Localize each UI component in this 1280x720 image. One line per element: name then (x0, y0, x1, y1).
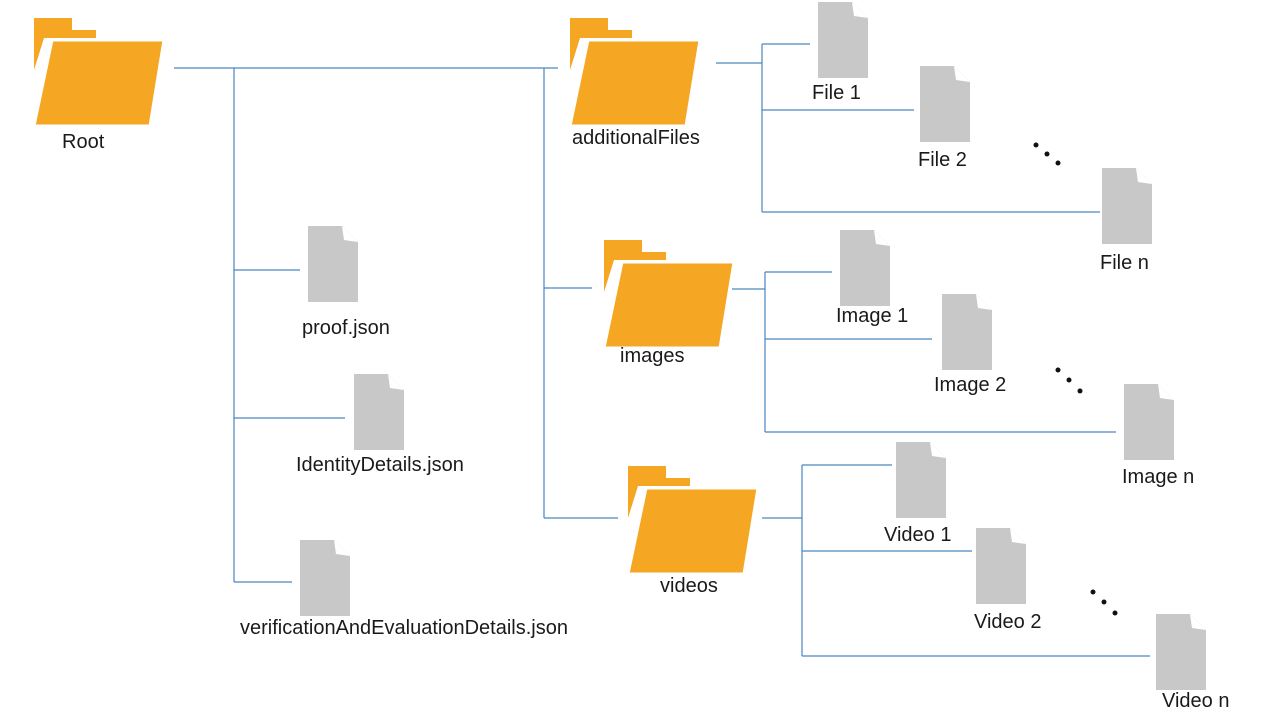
root-folder[interactable]: Root (32, 16, 166, 153)
file-1-label: File 1 (812, 82, 861, 104)
ellipsis-icon (1055, 367, 1083, 394)
folder-icon (602, 238, 736, 350)
file-1[interactable]: File 1 (812, 2, 868, 104)
file-icon (942, 294, 992, 370)
video-2[interactable]: Video 2 (974, 528, 1041, 633)
file-2-label: File 2 (918, 149, 967, 171)
identity-details-json-file[interactable]: IdentityDetails.json (296, 374, 464, 476)
file-2[interactable]: File 2 (918, 66, 970, 171)
file-icon (1156, 614, 1206, 690)
video-1[interactable]: Video 1 (884, 442, 951, 546)
file-icon (300, 540, 350, 616)
ellipsis-icon (1090, 589, 1118, 616)
file-icon (976, 528, 1026, 604)
file-icon (920, 66, 970, 142)
folder-icon (626, 464, 760, 576)
ellipsis-icon (1033, 142, 1061, 166)
videos-folder[interactable]: videos (626, 464, 760, 597)
videos-folder-label: videos (660, 575, 718, 597)
file-n[interactable]: File n (1100, 168, 1152, 274)
video-2-label: Video 2 (974, 611, 1041, 633)
image-2-label: Image 2 (934, 374, 1006, 396)
file-icon (1102, 168, 1152, 244)
proof-json-label: proof.json (302, 317, 390, 339)
video-1-label: Video 1 (884, 524, 951, 546)
image-n-label: Image n (1122, 466, 1194, 488)
images-folder-label: images (620, 345, 684, 367)
root-folder-label: Root (62, 131, 105, 153)
identity-details-json-label: IdentityDetails.json (296, 454, 464, 476)
file-icon (308, 226, 358, 302)
file-icon (354, 374, 404, 450)
image-n[interactable]: Image n (1122, 384, 1194, 488)
additional-files-folder[interactable]: additionalFiles (568, 16, 702, 149)
verification-details-json-file[interactable]: verificationAndEvaluationDetails.json (240, 540, 568, 639)
image-1[interactable]: Image 1 (836, 230, 908, 327)
image-2[interactable]: Image 2 (934, 294, 1006, 396)
image-1-label: Image 1 (836, 305, 908, 327)
video-n[interactable]: Video n (1156, 614, 1229, 712)
video-n-label: Video n (1162, 690, 1229, 712)
file-icon (1124, 384, 1174, 460)
folder-icon (568, 16, 702, 128)
file-icon (818, 2, 868, 78)
file-n-label: File n (1100, 252, 1149, 274)
proof-json-file[interactable]: proof.json (302, 226, 390, 339)
additional-files-folder-label: additionalFiles (572, 127, 700, 149)
file-icon (840, 230, 890, 306)
folder-icon (32, 16, 166, 128)
verification-details-json-label: verificationAndEvaluationDetails.json (240, 617, 568, 639)
file-icon (896, 442, 946, 518)
images-folder[interactable]: images (602, 238, 736, 367)
connector-lines (174, 43, 1150, 657)
